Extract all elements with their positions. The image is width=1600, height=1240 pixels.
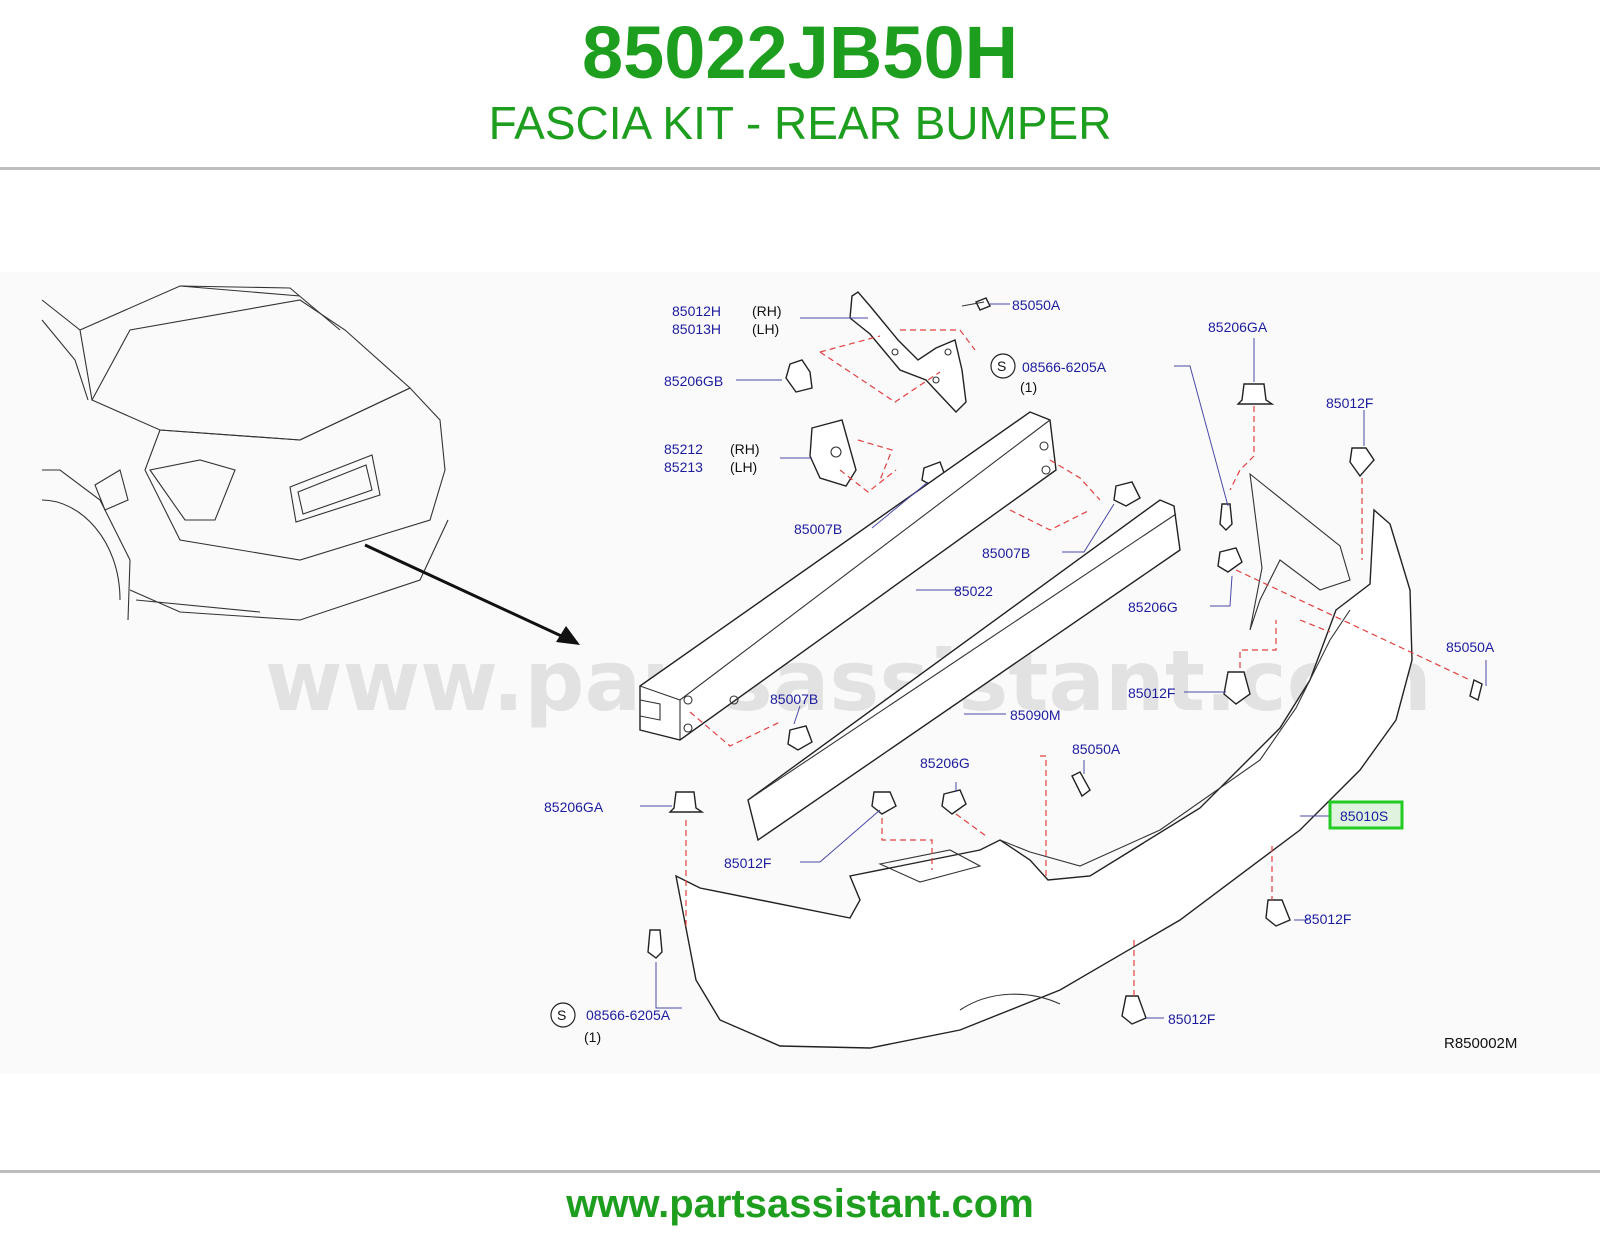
diagram-code: R850002M <box>1444 1035 1517 1052</box>
callout-85212[interactable]: 85212 <box>664 441 703 457</box>
callout-85012h-side: (RH) <box>752 303 782 319</box>
standard-part-symbol-top <box>990 353 1016 379</box>
callout-08566-6205a-top-qty: (1) <box>1020 379 1037 395</box>
retainer-85212 <box>809 419 857 487</box>
callout-85206g-lower[interactable]: 85206G <box>920 755 970 771</box>
car-illustration <box>41 285 580 645</box>
part-title: FASCIA KIT - REAR BUMPER <box>488 97 1112 149</box>
callout-labels: 85012H (RH) 85013H (LH) 85050A 85206GB 0… <box>544 297 1495 1045</box>
callout-85013h[interactable]: 85013H <box>672 321 721 337</box>
callout-85013h-side: (LH) <box>752 321 779 337</box>
callout-85206ga-top[interactable]: 85206GA <box>1208 319 1268 335</box>
callout-85050a-top[interactable]: 85050A <box>1012 297 1061 313</box>
callout-85050a-right[interactable]: 85050A <box>1446 639 1495 655</box>
callout-85012f-left[interactable]: 85012F <box>724 855 771 871</box>
callout-85007b-lower[interactable]: 85007B <box>770 691 818 707</box>
page-header: 85022JB50H FASCIA KIT - REAR BUMPER <box>0 0 1600 168</box>
callout-85090m[interactable]: 85090M <box>1010 707 1061 723</box>
callout-85010s[interactable]: 85010S <box>1340 808 1388 824</box>
callout-08566-6205a-bottom[interactable]: 08566-6205A <box>586 1007 671 1023</box>
callout-85007b-upper[interactable]: 85007B <box>794 521 842 537</box>
part-number: 85022JB50H <box>581 11 1019 94</box>
svg-text:S: S <box>997 358 1006 374</box>
footer-divider <box>0 1170 1600 1173</box>
callout-85007b-right[interactable]: 85007B <box>982 545 1030 561</box>
leader-lines <box>640 303 1487 1019</box>
reinforcement-85022 <box>639 411 1057 741</box>
install-lines <box>685 406 1471 996</box>
standard-part-symbol-bottom <box>550 1002 576 1028</box>
callout-85022[interactable]: 85022 <box>954 583 993 599</box>
fasteners <box>647 383 1483 1025</box>
clip-85206gb <box>785 359 813 393</box>
watermark-text: www.partsassistant.com <box>265 632 1432 730</box>
header-divider <box>0 167 1600 170</box>
callout-85206g-right[interactable]: 85206G <box>1128 599 1178 615</box>
callout-85012h[interactable]: 85012H <box>672 303 721 319</box>
nut-85007b-lower <box>787 725 813 751</box>
energy-absorber-85090m <box>747 499 1181 842</box>
callout-85050a-lower[interactable]: 85050A <box>1072 741 1121 757</box>
rear-bumper-fascia-85010s <box>675 472 1413 1049</box>
callout-85012f-mid[interactable]: 85012F <box>1128 685 1175 701</box>
callout-85012f-lower-right[interactable]: 85012F <box>1304 911 1351 927</box>
nut-85007b-right <box>1113 481 1141 507</box>
callout-85212-side: (RH) <box>730 441 760 457</box>
callout-85012f-top[interactable]: 85012F <box>1326 395 1373 411</box>
callout-85206gb[interactable]: 85206GB <box>664 373 723 389</box>
svg-text:S: S <box>557 1007 566 1023</box>
callout-85213[interactable]: 85213 <box>664 459 703 475</box>
footer-url[interactable]: www.partsassistant.com <box>566 1182 1034 1226</box>
callout-85206ga-lower[interactable]: 85206GA <box>544 799 604 815</box>
side-bracket-85012h <box>849 291 991 414</box>
callout-08566-6205a-top[interactable]: 08566-6205A <box>1022 359 1107 375</box>
callout-85012f-bottom[interactable]: 85012F <box>1168 1011 1215 1027</box>
callout-08566-6205a-bottom-qty: (1) <box>584 1029 601 1045</box>
callout-85213-side: (LH) <box>730 459 757 475</box>
highlight-box <box>1328 800 1404 830</box>
